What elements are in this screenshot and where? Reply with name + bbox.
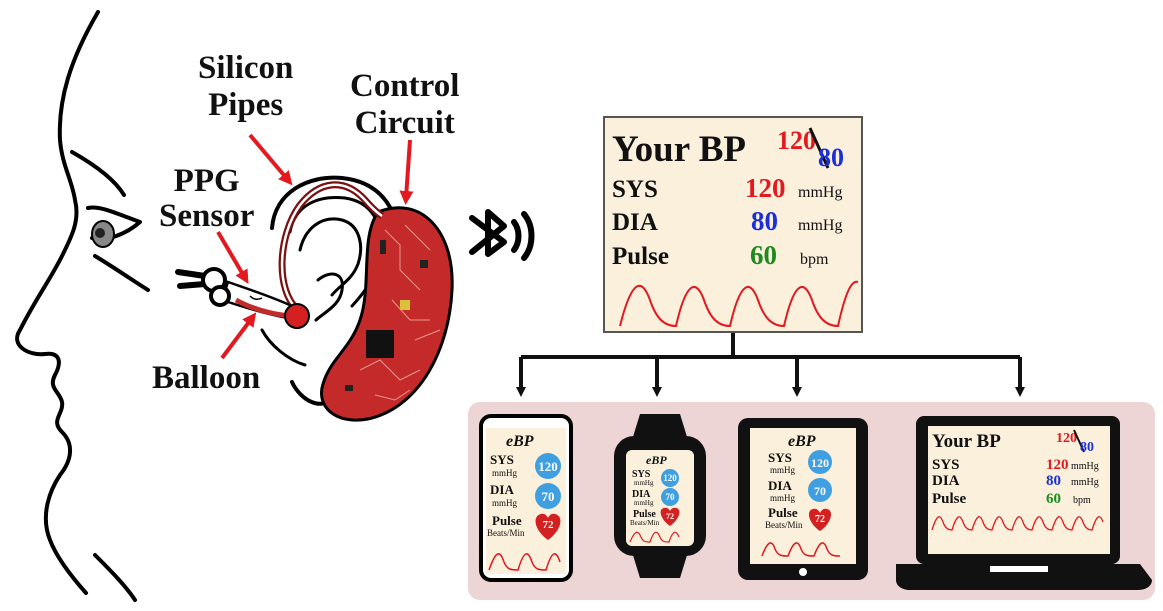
control-circuit-label: Control Circuit — [350, 68, 460, 141]
laptop-pulse-label: Pulse — [932, 491, 967, 507]
main-dia-label: DIA — [612, 209, 658, 236]
laptop-pulse-value: 60 — [1046, 491, 1061, 507]
laptop-title: Your BP — [932, 431, 1001, 452]
silicon-pipes-label: Silicon Pipes — [198, 50, 294, 123]
laptop-dia-unit: mmHg — [1071, 477, 1099, 488]
watch-pulse-unit: Beats/Min — [630, 519, 660, 527]
main-bp-sys: 120 — [777, 126, 816, 155]
laptop-bp-sys: 120 — [1056, 431, 1077, 446]
main-sys-label: SYS — [612, 176, 658, 203]
tablet-sys-label: SYS — [768, 450, 792, 465]
phone-dia-value: 70 — [542, 489, 555, 504]
main-pulse-value: 60 — [750, 240, 777, 270]
laptop-sys-label: SYS — [932, 457, 960, 473]
control-circuit-board — [320, 206, 454, 422]
tablet-pulse-label: Pulse — [768, 505, 798, 520]
watch-dia-label: DIA — [632, 489, 651, 500]
phone-sys-label: SYS — [490, 452, 514, 467]
laptop-bp-dia: 80 — [1080, 440, 1094, 455]
ppg-sensor-label: PPG Sensor — [159, 163, 255, 234]
watch-sys-value: 120 — [663, 473, 677, 483]
tablet-dia-label: DIA — [768, 478, 792, 493]
balloon-label: Balloon — [152, 360, 261, 396]
laptop-sys-value: 120 — [1046, 457, 1069, 473]
laptop-device: Your BP 120 80 SYS 120 mmHg DIA 80 mmHg … — [896, 416, 1152, 590]
heart-icon — [535, 513, 561, 540]
phone-pulse-label: Pulse — [492, 513, 522, 528]
tablet-dia-unit: mmHg — [770, 493, 796, 503]
laptop-pulse-unit: bpm — [1073, 495, 1091, 506]
main-sys-unit: mmHg — [798, 184, 842, 201]
watch-device: eBP SYS mmHg 120 DIA mmHg 70 Pulse Beats… — [614, 414, 706, 578]
phone-dia-label: DIA — [490, 482, 514, 497]
main-dia-value: 80 — [751, 206, 778, 236]
laptop-pulse-waveform — [931, 516, 1104, 531]
main-bp-dia: 80 — [818, 143, 844, 172]
main-title: Your BP — [612, 129, 746, 170]
phone-pulse-value: 72 — [543, 519, 555, 531]
heart-icon — [808, 508, 832, 531]
watch-title: eBP — [646, 453, 667, 467]
phone-title: eBP — [506, 433, 534, 450]
watch-pulse-label: Pulse — [633, 509, 656, 520]
laptop-sys-unit: mmHg — [1071, 461, 1099, 472]
tablet-pulse-unit: Beats/Min — [765, 520, 803, 530]
watch-sys-label: SYS — [632, 469, 651, 480]
phone-device: eBP SYS mmHg 120 DIA mmHg 70 Pulse Beats… — [479, 414, 573, 582]
watch-pulse-value: 72 — [666, 512, 674, 521]
main-pulse-unit: bpm — [800, 251, 829, 268]
bluetooth-icon — [469, 209, 535, 261]
phone-dia-unit: mmHg — [492, 498, 518, 508]
main-pulse-waveform — [619, 280, 859, 328]
main-pulse-label: Pulse — [612, 243, 669, 270]
label-arrows — [216, 133, 414, 360]
tablet-sys-value: 120 — [811, 456, 829, 470]
distribution-arrows — [516, 333, 1025, 397]
tablet-pulse-value: 72 — [815, 514, 825, 525]
main-sys-value: 120 — [745, 173, 786, 203]
main-dia-unit: mmHg — [798, 217, 842, 234]
main-bp-display: Your BP 120 80 SYS 120 mmHg DIA 80 mmHg … — [603, 116, 863, 333]
watch-sys-unit: mmHg — [634, 479, 654, 487]
heart-icon — [660, 507, 680, 526]
tablet-sys-unit: mmHg — [770, 465, 796, 475]
phone-sys-value: 120 — [538, 459, 558, 474]
tablet-device: eBP SYS mmHg 120 DIA mmHg 70 Pulse Beats… — [738, 418, 868, 580]
tablet-title: eBP — [788, 433, 816, 450]
watch-dia-unit: mmHg — [634, 499, 654, 507]
eye-icon — [91, 220, 115, 248]
laptop-dia-label: DIA — [932, 473, 960, 489]
laptop-dia-value: 80 — [1046, 473, 1061, 489]
phone-sys-unit: mmHg — [492, 468, 518, 478]
watch-dia-value: 70 — [666, 492, 676, 502]
tablet-dia-value: 70 — [814, 484, 826, 498]
phone-pulse-unit: Beats/Min — [487, 528, 525, 538]
face-profile — [15, 10, 150, 602]
earpiece — [175, 267, 310, 329]
